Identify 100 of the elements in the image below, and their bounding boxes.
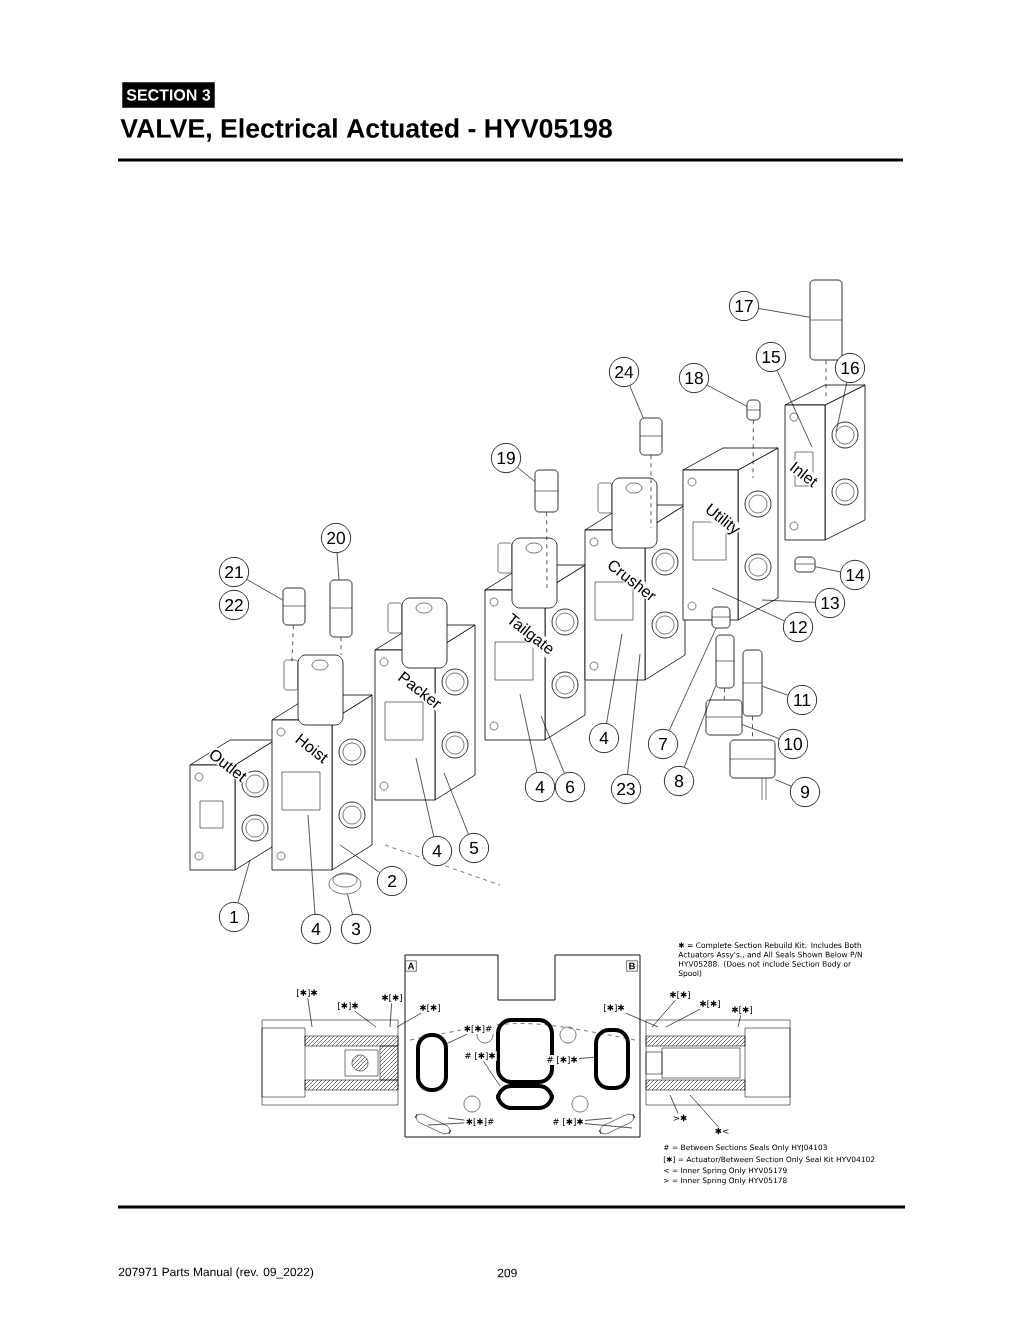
leader-line <box>627 653 641 775</box>
leader-line <box>519 693 538 773</box>
leader-line <box>625 1012 659 1028</box>
leader-line <box>389 1002 392 1028</box>
callout-number: 23 <box>610 773 642 805</box>
callout-number: 6 <box>554 771 586 803</box>
seal-callout: ✱< <box>713 1126 731 1136</box>
callout-number: 14 <box>839 559 871 591</box>
seal-callout: [✱]✱ <box>336 1001 360 1011</box>
callout-number: 24 <box>608 356 640 388</box>
cartridge-drawing <box>534 469 559 513</box>
callout-number: 4 <box>300 913 332 945</box>
leader-line <box>483 1060 501 1087</box>
seal-callout: ✱[✱]# <box>464 1117 496 1127</box>
port-letter: B <box>626 960 638 972</box>
actuator-section-drawing <box>645 1035 746 1047</box>
callout-number: 10 <box>777 728 809 760</box>
seal-callout: ✱[✱] <box>668 990 692 1000</box>
leader-line <box>354 1010 377 1028</box>
seal-callout: [✱]✱ <box>602 1003 626 1013</box>
leader-line <box>814 566 841 573</box>
callout-number: 4 <box>524 771 556 803</box>
callout-number: 11 <box>786 684 818 716</box>
port-letter: A <box>405 960 417 972</box>
leader-line <box>776 370 813 448</box>
leader-line <box>540 715 565 774</box>
footer-text: 207971 Parts Manual (rev. 09_2022) <box>118 1267 314 1279</box>
leader-line <box>415 757 435 837</box>
actuator-section-drawing <box>645 1019 791 1106</box>
seal-callout: ✱[✱] <box>698 999 722 1009</box>
leader-line <box>237 859 251 903</box>
callout-number: 7 <box>647 728 679 760</box>
leader-line <box>546 511 548 589</box>
spool-drawing <box>715 634 735 689</box>
leader-line <box>629 385 644 419</box>
relief-valve-drawing <box>809 279 843 361</box>
callout-number: 1 <box>218 901 250 933</box>
seal-callout: ✱[✱] <box>730 1005 754 1015</box>
actuator-section-drawing <box>304 1079 399 1091</box>
plug-drawing <box>328 872 362 895</box>
seal-callout: >✱ <box>671 1113 689 1123</box>
callout-number: 18 <box>678 362 710 394</box>
callout-number: 17 <box>728 290 760 322</box>
leader-line <box>336 552 340 581</box>
seal-callout: # [✱]✱ <box>463 1051 497 1061</box>
callout-number: 4 <box>588 722 620 754</box>
callout-number: 15 <box>755 341 787 373</box>
callout-number: 19 <box>490 442 522 474</box>
plug-drawing <box>746 399 761 421</box>
actuator-section-drawing <box>344 1045 399 1081</box>
leader-line <box>339 844 380 873</box>
leader-line <box>246 579 284 601</box>
actuator-section-drawing <box>261 1019 399 1106</box>
callout-number: 21 <box>218 556 250 588</box>
leader-line <box>825 359 827 399</box>
callout-number: 13 <box>814 587 846 619</box>
seal-callout: # [✱]✱ <box>545 1055 579 1065</box>
leader-line <box>774 779 792 787</box>
leader-line <box>706 384 748 407</box>
leader-line <box>443 772 469 835</box>
seal-callout: ✱[✱] <box>380 993 404 1003</box>
footer-text: 209 <box>497 1268 517 1278</box>
seal-callout: # [✱]✱ <box>551 1117 585 1127</box>
actuator-section-drawing <box>351 1054 369 1072</box>
leader-line <box>517 467 536 482</box>
fitting-drawing <box>705 699 743 736</box>
callout-number: 12 <box>782 611 814 643</box>
coil-drawing <box>282 587 306 626</box>
spool-drawing <box>742 649 763 717</box>
leader-line <box>447 1117 465 1121</box>
callout-number: 16 <box>834 352 866 384</box>
cartridge-drawing <box>329 579 353 638</box>
leader-line <box>761 599 816 603</box>
cartridge-drawing <box>639 417 663 456</box>
leader-line <box>651 999 676 1028</box>
leader-line <box>689 1094 719 1127</box>
leader-line <box>669 1094 679 1114</box>
fitting-drawing <box>794 556 816 573</box>
callout-number: 2 <box>376 865 408 897</box>
leader-line <box>291 624 294 663</box>
leader-line <box>307 997 313 1028</box>
title: VALVE, Electrical Actuated - HYV05198 <box>120 118 612 142</box>
callout-number: 4 <box>421 835 453 867</box>
leader-line <box>307 814 316 915</box>
leader-line <box>584 1117 613 1121</box>
leader-line <box>650 454 652 529</box>
seal-callout: [✱]✱ <box>295 988 319 998</box>
seal-callout: ✱[✱]# <box>462 1024 494 1034</box>
callout-number: 8 <box>663 765 695 797</box>
leader-line <box>347 893 353 915</box>
callout-number: 20 <box>320 522 352 554</box>
leader-line <box>737 1014 742 1028</box>
leader-line <box>761 686 789 696</box>
node-label: Inlet <box>789 461 818 488</box>
leader-line <box>835 382 848 433</box>
leader-line <box>396 1012 422 1028</box>
leader-line <box>606 633 623 724</box>
section-tab: SECTION 3 <box>122 82 215 108</box>
leader-line <box>584 1123 633 1129</box>
callout-number: 22 <box>218 589 250 621</box>
